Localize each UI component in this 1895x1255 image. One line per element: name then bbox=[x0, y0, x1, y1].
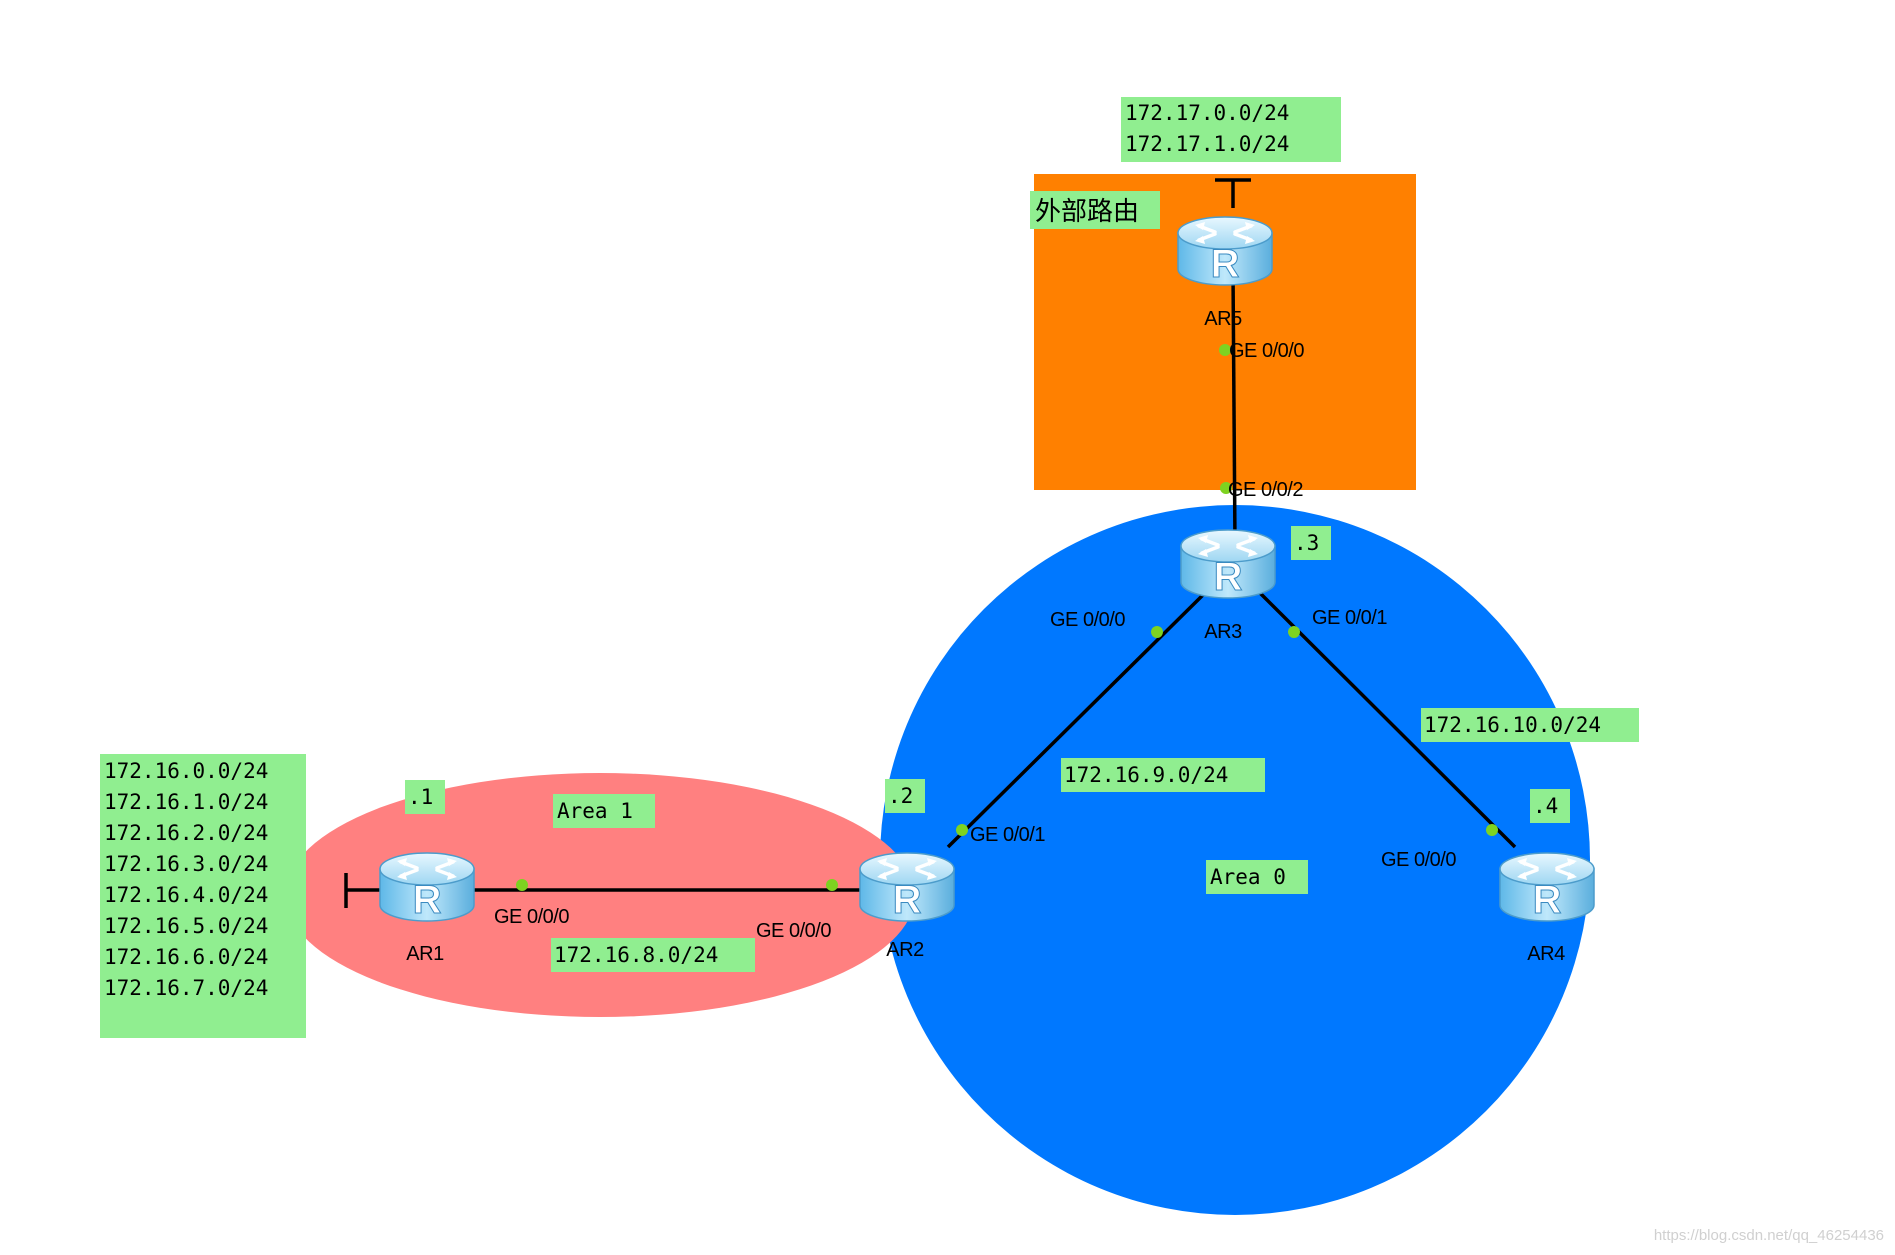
ar2-name: AR2 bbox=[886, 939, 924, 961]
ar1-network-7: 172.16.7.0/24 bbox=[104, 976, 268, 1000]
ar5-network-0: 172.17.0.0/24 bbox=[1125, 101, 1289, 125]
ar3-host-label-bg bbox=[1291, 526, 1331, 560]
port-dot bbox=[516, 879, 528, 891]
ar1-ar2-subnet-label-bg bbox=[551, 938, 755, 972]
ar3-ar4-subnet-label: 172.16.10.0/24 bbox=[1424, 713, 1601, 737]
port-dot bbox=[1486, 824, 1498, 836]
router-glyph: R bbox=[1214, 555, 1243, 599]
ar1-network-2: 172.16.2.0/24 bbox=[104, 821, 268, 845]
ar1-network-6: 172.16.6.0/24 bbox=[104, 945, 268, 969]
router-glyph: R bbox=[1211, 242, 1240, 286]
ar5-network-1: 172.17.1.0/24 bbox=[1125, 132, 1289, 156]
ar2-ar3-subnet-label: 172.16.9.0/24 bbox=[1064, 763, 1228, 787]
external-route-label-bg bbox=[1030, 191, 1160, 229]
ar1-network-0: 172.16.0.0/24 bbox=[104, 759, 268, 783]
router-ar4[interactable]: R bbox=[1498, 851, 1596, 923]
ar1-host-label: .1 bbox=[408, 785, 433, 809]
ar1-name: AR1 bbox=[406, 943, 444, 965]
ar2-host-label: .2 bbox=[888, 784, 913, 808]
area-1-label: Area 1 bbox=[557, 799, 633, 823]
ar3-name: AR3 bbox=[1204, 621, 1242, 643]
ar1-network-4: 172.16.4.0/24 bbox=[104, 883, 268, 907]
link-ar3-ar5 bbox=[1231, 271, 1237, 546]
ar1-network-1: 172.16.1.0/24 bbox=[104, 790, 268, 814]
port-dot bbox=[1219, 344, 1231, 356]
ar1-network-5: 172.16.5.0/24 bbox=[104, 914, 268, 938]
port-dot bbox=[826, 879, 838, 891]
links bbox=[344, 178, 1517, 908]
link-ar3-ar4 bbox=[1256, 589, 1517, 849]
router-glyph: R bbox=[413, 878, 442, 922]
ar4-host-label: .4 bbox=[1533, 794, 1558, 818]
port-dot bbox=[1288, 626, 1300, 638]
router-ar2[interactable]: R bbox=[858, 851, 956, 923]
area-0-label: Area 0 bbox=[1210, 865, 1286, 889]
port-dots bbox=[516, 344, 1498, 891]
ar1-ar2-subnet-label: 172.16.8.0/24 bbox=[554, 943, 718, 967]
port-dot bbox=[1220, 482, 1232, 494]
port-label-ar3-ge000: GE 0/0/0 bbox=[1050, 609, 1125, 631]
router-glyph: R bbox=[893, 878, 922, 922]
ar1-host-label-bg bbox=[405, 780, 445, 814]
ar1-network-3: 172.16.3.0/24 bbox=[104, 852, 268, 876]
router-ar1[interactable]: R bbox=[378, 851, 476, 923]
ar2-host-label-bg bbox=[885, 779, 925, 813]
ar3-ar4-subnet-label-bg bbox=[1421, 708, 1639, 742]
port-dot bbox=[956, 824, 968, 836]
area-1-label-bg bbox=[553, 794, 655, 828]
ar5-networks-label-bg bbox=[1121, 97, 1341, 162]
ar3-host-label: .3 bbox=[1294, 531, 1319, 555]
port-dot bbox=[1151, 626, 1163, 638]
ar1-networks-label-bg bbox=[100, 754, 306, 1038]
area-0-label-bg bbox=[1206, 860, 1308, 894]
external-route-label: 外部路由 bbox=[1035, 197, 1139, 227]
router-glyph: R bbox=[1533, 878, 1562, 922]
link-ar2-ar3 bbox=[946, 589, 1209, 849]
watermark: https://blog.csdn.net/qq_46254436 bbox=[1654, 1227, 1884, 1244]
ar2-ar3-subnet-label-bg bbox=[1061, 758, 1265, 792]
ar4-name: AR4 bbox=[1527, 943, 1565, 965]
port-label-ar3-ge002: GE 0/0/2 bbox=[1228, 479, 1303, 501]
port-label-ar2-ge001: GE 0/0/1 bbox=[970, 824, 1045, 846]
port-label-ar4-ge000: GE 0/0/0 bbox=[1381, 849, 1456, 871]
router-ar5[interactable]: R bbox=[1176, 215, 1274, 287]
port-label-ar1-ge000: GE 0/0/0 bbox=[494, 906, 569, 928]
port-label-ar3-ge001: GE 0/0/1 bbox=[1312, 607, 1387, 629]
port-label-ar2-ge000: GE 0/0/0 bbox=[756, 920, 831, 942]
router-ar3[interactable]: R bbox=[1179, 528, 1277, 600]
port-label-ar5-ge000: GE 0/0/0 bbox=[1229, 340, 1304, 362]
area-1-region bbox=[285, 773, 915, 1017]
ar5-name: AR5 bbox=[1204, 308, 1242, 330]
label-boxes bbox=[100, 97, 1639, 1038]
ar4-host-label-bg bbox=[1530, 789, 1570, 823]
